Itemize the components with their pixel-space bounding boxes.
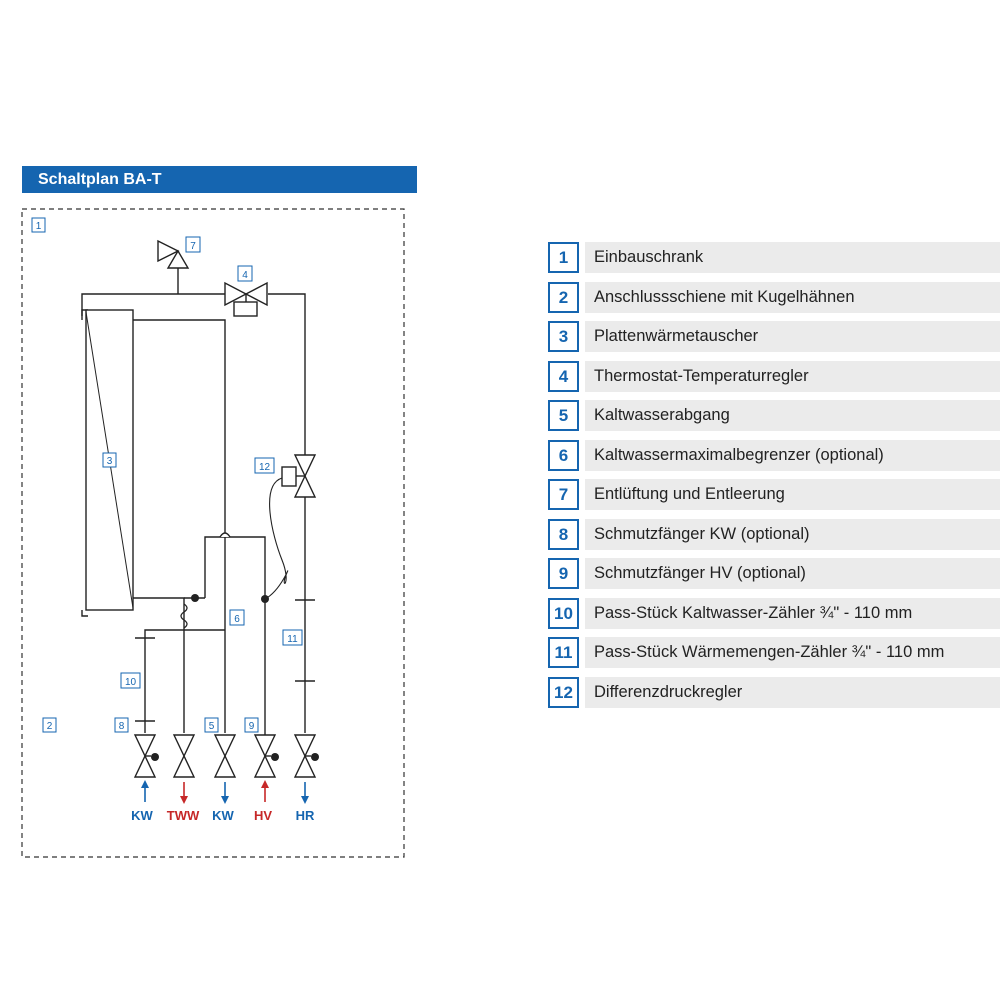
legend-item: 9 Schmutzfänger HV (optional) (546, 556, 1000, 596)
legend-item: 6 Kaltwassermaximalbegrenzer (optional) (546, 438, 1000, 478)
legend-label: Einbauschrank (585, 242, 1000, 273)
schematic-title: Schaltplan BA-T (22, 166, 417, 193)
callout-4: 4 (242, 270, 248, 281)
legend-number: 6 (548, 439, 579, 471)
legend-label: Kaltwassermaximalbegrenzer (optional) (585, 439, 1000, 471)
connection-label: TWW (167, 808, 200, 823)
legend-number: 3 (548, 321, 579, 352)
vent-valve (157, 239, 190, 269)
callout-1: 1 (36, 221, 42, 232)
callout-8: 8 (119, 721, 125, 732)
flow-arrows (141, 780, 309, 804)
legend-number: 1 (548, 242, 579, 273)
callout-2: 2 (47, 721, 53, 732)
legend-label: Kaltwasserabgang (585, 400, 1000, 431)
legend-label: Thermostat-Temperaturregler (585, 360, 1000, 392)
legend-label: Pass-Stück Kaltwasser-Zähler ¾" - 110 mm (585, 597, 1000, 629)
legend-label: Pass-Stück Wärmemengen-Zähler ¾" - 110 m… (585, 637, 1000, 668)
connection-label: HV (254, 808, 272, 823)
legend-label: Entlüftung und Entleerung (585, 479, 1000, 510)
connection-label: HR (296, 808, 315, 823)
callout-11: 11 (287, 634, 298, 645)
legend-item: 1 Einbauschrank (546, 240, 1000, 280)
callout-10: 10 (125, 677, 137, 688)
cabinet-outline (21, 208, 405, 858)
pass-piece-marks (135, 599, 315, 722)
legend-number: 4 (548, 360, 579, 392)
legend-number: 9 (548, 558, 579, 589)
legend-item: 2 Anschlussschiene mit Kugelhähnen (546, 280, 1000, 320)
legend-item: 8 Schmutzfänger KW (optional) (546, 517, 1000, 557)
callout-5: 5 (209, 721, 215, 732)
legend-number: 11 (548, 637, 579, 668)
legend-item: 10 Pass-Stück Kaltwasser-Zähler ¾" - 110… (546, 596, 1000, 636)
thermostat-valve (224, 281, 268, 317)
ball-valves (133, 734, 317, 778)
junction-dot (191, 594, 199, 602)
component-legend: 1 Einbauschrank 2 Anschlussschiene mit K… (546, 240, 1000, 714)
legend-number: 7 (548, 479, 579, 510)
legend-item: 11 Pass-Stück Wärmemengen-Zähler ¾" - 11… (546, 635, 1000, 675)
legend-number: 8 (548, 518, 579, 550)
legend-item: 5 Kaltwasserabgang (546, 398, 1000, 438)
legend-number: 5 (548, 400, 579, 431)
legend-label: Plattenwärmetauscher (585, 321, 1000, 352)
callout-12: 12 (259, 462, 271, 473)
connection-label: KW (212, 808, 234, 823)
legend-number: 12 (548, 676, 579, 708)
connection-label: KW (131, 808, 153, 823)
callout-6: 6 (234, 614, 240, 625)
piping (81, 266, 306, 735)
callout-9: 9 (249, 721, 255, 732)
legend-label: Anschlussschiene mit Kugelhähnen (585, 281, 1000, 313)
legend-item: 7 Entlüftung und Entleerung (546, 477, 1000, 517)
legend-item: 3 Plattenwärmetauscher (546, 319, 1000, 359)
legend-item: 4 Thermostat-Temperaturregler (546, 359, 1000, 399)
legend-label: Schmutzfänger KW (optional) (585, 518, 1000, 550)
differential-pressure-regulator (264, 454, 317, 600)
legend-label: Schmutzfänger HV (optional) (585, 558, 1000, 589)
legend-number: 10 (548, 597, 579, 629)
callout-7: 7 (190, 241, 196, 252)
legend-number: 2 (548, 281, 579, 313)
callout-3: 3 (107, 456, 113, 467)
legend-item: 12 Differenzdruckregler (546, 675, 1000, 715)
legend-label: Differenzdruckregler (585, 676, 1000, 708)
